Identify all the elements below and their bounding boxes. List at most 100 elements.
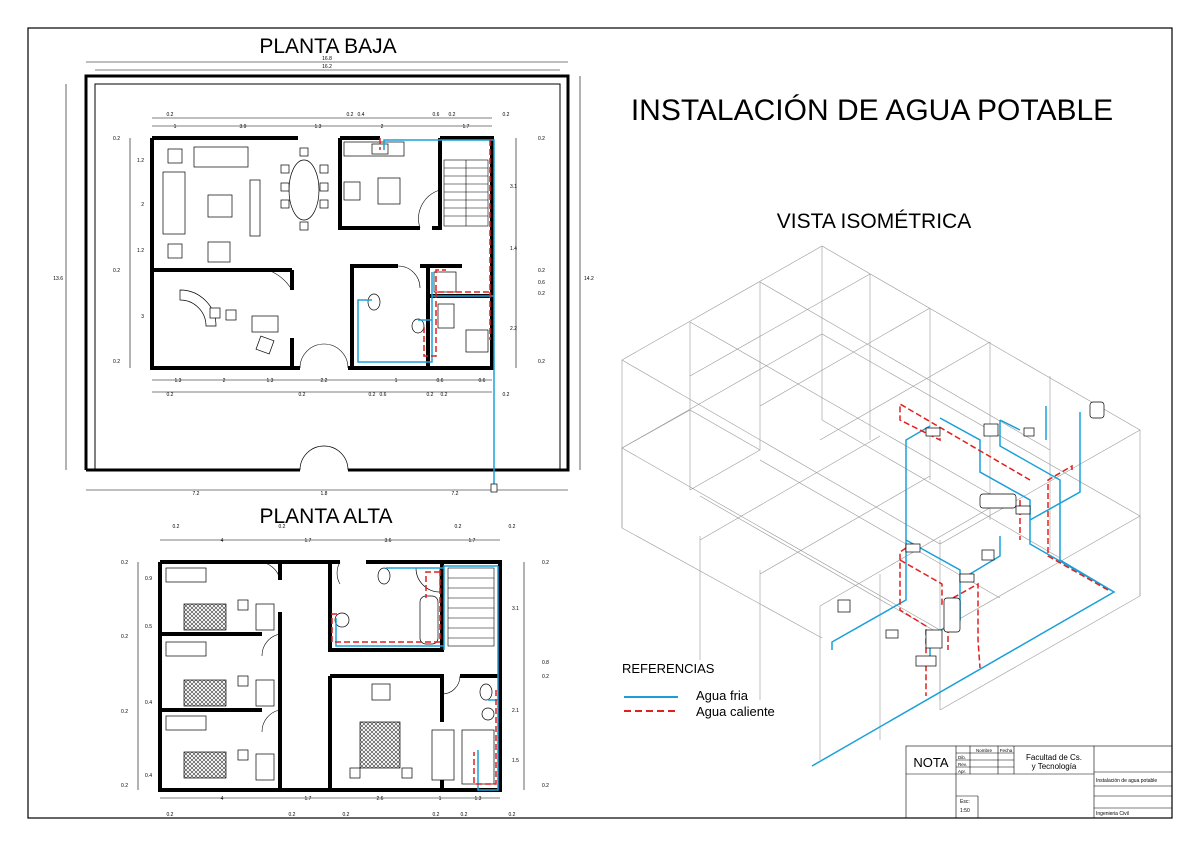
dim-upper-left: 0.2 — [121, 783, 128, 789]
legend-cold-label: Agua fria — [696, 688, 749, 703]
upper-hot-pipe — [331, 570, 497, 785]
desk — [255, 603, 275, 631]
closet — [165, 715, 207, 731]
isometric-subtitle: VISTA ISOMÉTRICA — [777, 210, 971, 233]
bath-door-swing — [441, 675, 461, 695]
dim-ground-right: 0.2 — [538, 136, 545, 142]
office-desk — [179, 289, 217, 327]
iso-sink — [925, 427, 941, 437]
dim-ground-right: 0.2 — [538, 268, 545, 274]
site-gate — [299, 445, 349, 471]
dim-ground-bottom-small: 0.6 — [380, 392, 387, 398]
dim-ground-bottom-small: 0.2 — [299, 392, 306, 398]
iso-toilet — [983, 423, 999, 437]
dim-upper-bottom-small: 0.2 — [509, 812, 516, 818]
dining-chairs — [280, 147, 329, 231]
dim-upper-right: 0.2 — [542, 560, 549, 566]
dim-ground-bottom-small: 0.2 — [369, 392, 376, 398]
iso-sink — [905, 543, 921, 553]
ground-floor-plan: 16.8 16.2 13.6 14.2 7.2 1.8 7.2 — [53, 56, 594, 497]
dim-ground-top-main: 1.3 — [315, 124, 322, 130]
iso-hot-pipe — [899, 402, 1109, 696]
bed — [183, 751, 227, 779]
title-block-institution-1: Facultad de Cs. — [1026, 753, 1082, 762]
dim-upper-top-main: 3.6 — [385, 538, 392, 544]
bath-door-swing — [397, 265, 421, 289]
office-chair — [209, 307, 221, 319]
legend-hot-label: Agua caliente — [696, 704, 775, 719]
dim-upper-bottom: 2.6 — [377, 796, 384, 802]
dim-upper-left: 0.4 — [145, 700, 152, 706]
chair — [237, 675, 249, 687]
washing-machine — [465, 329, 489, 353]
title-block-scale-label: Esc: — [960, 799, 970, 805]
desk — [255, 753, 275, 781]
dim-upper-right: 1.5 — [512, 758, 519, 764]
dim-ground-left-total: 13.6 — [53, 276, 63, 282]
dim-upper-left: 0.5 — [145, 624, 152, 630]
iso-cold-pipe — [811, 406, 1116, 767]
dim-upper-left: 0.2 — [121, 560, 128, 566]
bathtub — [419, 595, 439, 645]
toilet — [377, 567, 391, 585]
dim-ground-left: 1.2 — [137, 158, 144, 164]
dim-upper-bottom-small: 0.2 — [167, 812, 174, 818]
title-block-nota: NOTA — [913, 755, 948, 770]
dim-ground-left: 0.2 — [113, 136, 120, 142]
tv-stand — [249, 179, 261, 237]
closet — [431, 729, 455, 781]
dim-ground-left: 0.2 — [113, 359, 120, 365]
dim-ground-bottom: 0.6 — [437, 378, 444, 384]
main-title: INSTALACIÓN DE AGUA POTABLE — [631, 94, 1113, 127]
title-block-row-rev: Rev. — [958, 762, 967, 767]
dim-ground-bottom: 1.3 — [267, 378, 274, 384]
dim-ground-bottom-small: 0.2 — [167, 392, 174, 398]
sheet-border — [27, 27, 1173, 819]
dim-upper-top-main: 1.7 — [305, 538, 312, 544]
main-door-swing — [299, 343, 349, 369]
dim-upper-left: 0.2 — [121, 709, 128, 715]
ground-stairs — [443, 159, 489, 227]
plant-pot — [167, 148, 183, 164]
iso-toilet — [981, 549, 995, 561]
kitchen-island — [377, 177, 401, 205]
sofa — [193, 146, 249, 168]
dim-ground-top-small: 0.2 — [449, 112, 456, 118]
bed — [359, 721, 401, 769]
dim-ground-bottom-small: 0.2 — [503, 392, 510, 398]
dim-upper-bottom: 1 — [439, 796, 442, 802]
stove — [343, 181, 361, 201]
dim-ground-left: 3 — [141, 314, 144, 320]
toilet — [367, 293, 381, 311]
dim-ground-bottom: 1 — [395, 378, 398, 384]
dim-upper-top-main: 1.7 — [469, 538, 476, 544]
upper-cold-pipe — [335, 565, 499, 791]
dim-ground-right: 0.2 — [538, 291, 545, 297]
dim-upper-top-small: 0.2 — [279, 524, 286, 530]
dim-site-bottom-mid: 1.8 — [321, 491, 328, 497]
iso-bathtub — [979, 493, 1017, 509]
upper-floor-plan: 0.2 0.2 0.2 0.2 4 1.7 3.6 1.7 0.2 0.9 0.… — [121, 524, 549, 818]
dim-ground-top-small: 0.2 — [167, 112, 174, 118]
office-door-swing — [267, 269, 293, 291]
dim-upper-top-small: 0.2 — [173, 524, 180, 530]
bathroom-sink — [334, 612, 350, 628]
upper-plan-title: PLANTA ALTA — [259, 505, 392, 528]
dim-ground-top-small: 0.2 — [347, 112, 354, 118]
dim-upper-bottom: 4 — [221, 796, 224, 802]
bathroom-sink — [481, 707, 495, 721]
dim-upper-right: 0.2 — [542, 783, 549, 789]
title-block-institution-2: y Tecnología — [1032, 762, 1077, 771]
armchair — [371, 683, 391, 701]
dim-ground-left: 0.2 — [113, 268, 120, 274]
dim-upper-top-small: 0.2 — [455, 524, 462, 530]
desk — [255, 679, 275, 707]
legend-title: REFERENCIAS — [622, 661, 715, 676]
dim-upper-right: 0.2 — [542, 674, 549, 680]
dim-ground-bottom: 2 — [223, 378, 226, 384]
dim-ground-top-small: 0.4 — [358, 112, 365, 118]
plant-pot — [167, 243, 183, 259]
iso-sink — [885, 629, 899, 639]
ground-cold-pipe — [357, 139, 495, 490]
